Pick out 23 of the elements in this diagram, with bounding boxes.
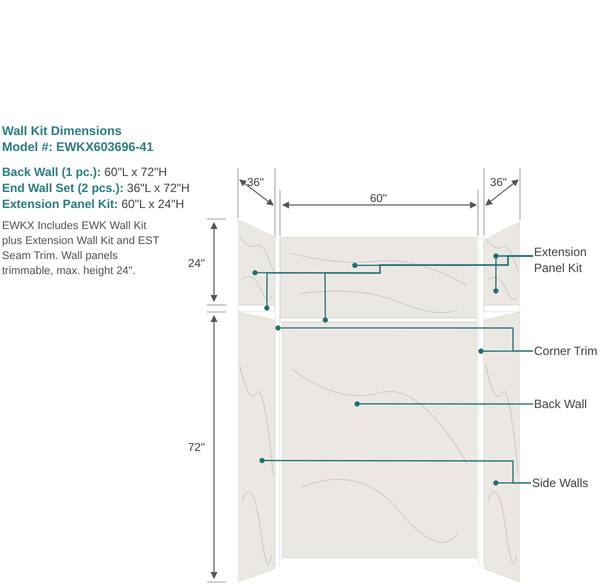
wall-panel xyxy=(484,312,520,582)
wall-panel xyxy=(238,220,275,305)
leader-line xyxy=(354,401,533,406)
wall-panel xyxy=(282,322,477,558)
callout-label: Back Wall xyxy=(534,396,600,412)
leader-line xyxy=(493,480,531,486)
spec-line: End Wall Set (2 pcs.): 36"L x 72"H xyxy=(2,180,190,197)
dimension-label: 36" xyxy=(490,176,507,191)
leader-line xyxy=(478,348,533,354)
wall-panel xyxy=(484,222,520,305)
dimension-label: 36" xyxy=(247,176,264,191)
wall-panel xyxy=(280,237,477,318)
description-text: EWKX Includes EWK Wall Kit plus Extension Wall Kit and EST Seam Trim. Wall panels trimmable, max. height 24". xyxy=(2,219,160,279)
dimension-label: 60" xyxy=(370,192,387,207)
callout-label: Corner Trim xyxy=(534,343,600,359)
callout-label: Side Walls xyxy=(532,475,598,491)
heading: Wall Kit Dimensions xyxy=(2,123,122,140)
model-number: Model #: EWKX603696-41 xyxy=(2,139,154,156)
leader-line xyxy=(493,255,533,294)
callout-label: Extension Panel Kit xyxy=(534,244,600,276)
wall-panel xyxy=(238,312,275,582)
spec-line: Back Wall (1 pc.): 60"L x 72"H xyxy=(2,164,168,181)
spec-line: Extension Panel Kit: 60"L x 24"H xyxy=(2,196,184,213)
